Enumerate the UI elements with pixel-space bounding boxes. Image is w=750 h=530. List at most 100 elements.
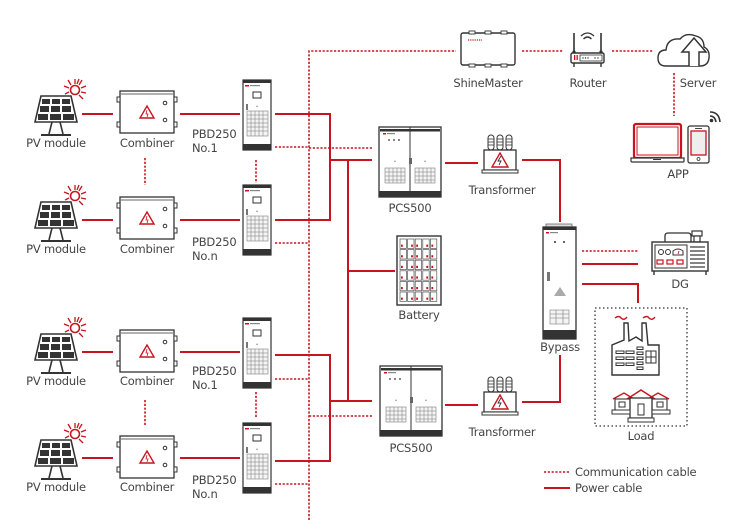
battery-label: Battery — [398, 308, 440, 322]
battery-cell — [407, 259, 415, 270]
battery-terminal — [411, 255, 413, 258]
load-area — [594, 307, 688, 427]
battery-cell — [399, 259, 407, 270]
battery-terminal — [426, 265, 429, 268]
combiner-label: Combiner — [120, 374, 175, 388]
load-label: Load — [628, 429, 655, 443]
battery-cell — [399, 238, 407, 249]
battery-terminal — [401, 265, 403, 268]
battery-cell — [399, 291, 407, 302]
router-label: Router — [570, 76, 607, 90]
battery-terminal — [416, 287, 418, 290]
combiner-label: Combiner — [120, 242, 175, 256]
battery-cell — [430, 238, 438, 249]
battery-cell — [407, 270, 415, 281]
battery-terminal — [431, 255, 434, 258]
battery-terminal — [401, 297, 403, 300]
combiner-box-icon — [116, 329, 178, 373]
combiner-label: Combiner — [120, 480, 175, 494]
pbd-model-label: PBD250 — [192, 127, 236, 141]
battery-cell — [422, 249, 430, 260]
factory-icon — [611, 315, 660, 376]
pbd-number-label: No.1 — [192, 141, 218, 155]
battery-cell — [414, 249, 422, 260]
battery-cell — [430, 259, 438, 270]
legend-communication-label: Communication cable — [575, 465, 697, 479]
battery-terminal — [426, 287, 429, 290]
pbd-number-label: No.n — [192, 249, 218, 263]
app-label: APP — [667, 167, 688, 181]
battery-rack-icon — [396, 235, 442, 306]
pbd-number-label: No.1 — [192, 378, 218, 392]
solar-panel-icon — [34, 439, 78, 480]
cloud-upload-icon — [657, 33, 710, 67]
bypass-label: Bypass — [540, 340, 580, 354]
battery-cell — [430, 281, 438, 292]
server-label: Server — [680, 76, 717, 90]
battery-cell — [399, 270, 407, 281]
shinemaster-label: ShineMaster — [453, 76, 523, 90]
battery-terminal — [426, 276, 429, 279]
pv-module-label: PV module — [26, 480, 86, 494]
laptop-and-phone-icon — [630, 122, 710, 164]
pv-module-3 — [34, 316, 87, 374]
battery-terminal — [431, 287, 434, 290]
communication-cables — [144, 50, 675, 520]
battery-terminal — [401, 276, 403, 279]
combiner-label: Combiner — [120, 136, 175, 150]
dc-converter-cabinet-icon — [242, 79, 272, 151]
battery-cell — [414, 270, 422, 281]
pv-module-label: PV module — [26, 242, 86, 256]
pcs-cabinet-icon — [378, 126, 442, 198]
wifi-router-icon — [570, 32, 605, 67]
dc-converter-cabinet-icon — [242, 317, 272, 389]
legend: Communication cable Power cable — [544, 465, 697, 495]
combiner-box-icon — [116, 196, 178, 240]
wifi-signal-icon — [709, 111, 721, 123]
dc-converter-cabinet-icon — [242, 184, 272, 256]
solar-panel-icon — [34, 333, 78, 374]
battery-terminal — [431, 265, 434, 268]
battery-cell — [414, 259, 422, 270]
battery-terminal — [426, 297, 429, 300]
battery-cell — [430, 270, 438, 281]
transformer-icon — [481, 376, 519, 416]
dg-label: DG — [671, 277, 688, 291]
battery-cell — [407, 281, 415, 292]
battery-cell — [407, 249, 415, 260]
pv-module-label: PV module — [26, 136, 86, 150]
pbd-model-label: PBD250 — [192, 235, 236, 249]
battery-terminal — [431, 276, 434, 279]
battery-terminal — [401, 244, 403, 247]
battery-terminal — [416, 244, 418, 247]
combiner-box-icon — [116, 90, 178, 134]
battery-cell — [422, 291, 430, 302]
dc-converter-cabinet-icon — [242, 422, 272, 494]
battery-cell — [407, 238, 415, 249]
battery-terminal — [401, 287, 403, 290]
battery-terminal — [426, 244, 429, 247]
battery-cell — [422, 281, 430, 292]
transformer-label: Transformer — [468, 425, 536, 439]
battery-cell — [399, 249, 407, 260]
pcs-label: PCS500 — [389, 441, 432, 455]
battery-cell — [430, 291, 438, 302]
pcs-cabinet-icon — [379, 365, 443, 437]
battery-terminal — [416, 265, 418, 268]
pbd-model-label: PBD250 — [192, 364, 236, 378]
battery-terminal — [426, 255, 429, 258]
combiner-box-icon — [116, 435, 178, 479]
pv-module-label: PV module — [26, 374, 86, 388]
bypass-cabinet-icon — [542, 223, 577, 340]
datalogger-icon — [460, 30, 516, 68]
pv-module-1 — [34, 78, 87, 136]
battery-cell — [422, 259, 430, 270]
pcs-label: PCS500 — [388, 201, 431, 215]
pbd-number-label: No.n — [192, 487, 218, 501]
battery-terminal — [416, 276, 418, 279]
battery-terminal — [416, 255, 418, 258]
battery-cell — [422, 270, 430, 281]
battery-terminal — [411, 265, 413, 268]
legend-power-label: Power cable — [575, 481, 642, 495]
pv-module-4 — [34, 422, 87, 480]
